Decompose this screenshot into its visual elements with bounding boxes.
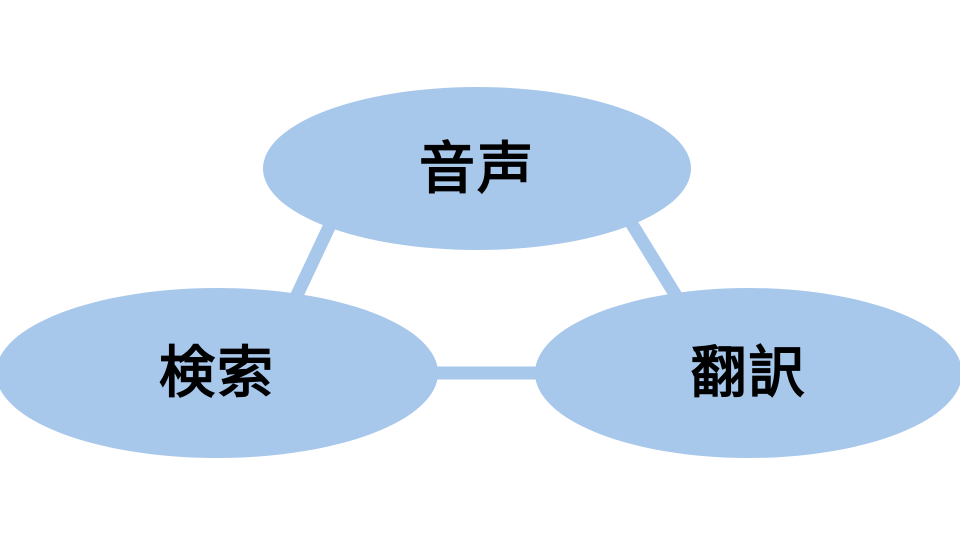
node-voice: 音声 [263,87,691,250]
node-search-label: 検索 [159,341,275,404]
node-translate: 翻訳 [535,288,960,458]
node-search: 検索 [0,288,438,458]
node-translate-label: 翻訳 [690,341,807,404]
node-voice-label: 音声 [419,136,535,200]
